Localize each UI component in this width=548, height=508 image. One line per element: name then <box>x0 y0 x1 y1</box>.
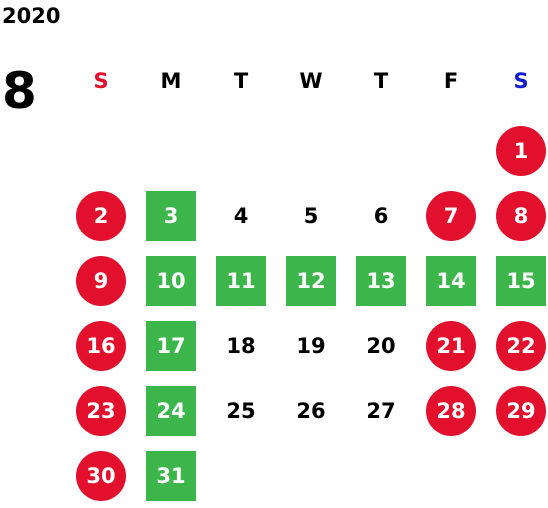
day-cell: 5 <box>276 183 346 248</box>
day-cell: 30 <box>66 443 136 508</box>
day-cell: 10 <box>136 248 206 313</box>
day-17-open: 17 <box>146 320 196 371</box>
empty-cell <box>206 118 276 183</box>
day-cell: 14 <box>416 248 486 313</box>
day-30-holiday: 30 <box>76 450 126 501</box>
day-7-holiday: 7 <box>426 190 476 241</box>
day-cell: 24 <box>136 378 206 443</box>
day-31-open: 31 <box>146 450 196 501</box>
day-11-open: 11 <box>216 255 266 306</box>
day-2-holiday: 2 <box>76 190 126 241</box>
day-10-open: 10 <box>146 255 196 306</box>
day-6-plain: 6 <box>373 203 389 228</box>
day-cell: 31 <box>136 443 206 508</box>
day-26-plain: 26 <box>296 398 326 423</box>
day-cell: 8 <box>486 183 548 248</box>
day-cell: 19 <box>276 313 346 378</box>
day-5-plain: 5 <box>303 203 319 228</box>
day-cell: 13 <box>346 248 416 313</box>
day-18-plain: 18 <box>226 333 256 358</box>
day-14-open: 14 <box>426 255 476 306</box>
empty-cell <box>416 118 486 183</box>
day-19-plain: 19 <box>296 333 326 358</box>
day-cell: 12 <box>276 248 346 313</box>
day-cell: 17 <box>136 313 206 378</box>
weekday-wednesday: W <box>299 69 323 93</box>
month-label: 8 <box>2 62 37 120</box>
day-cell: 26 <box>276 378 346 443</box>
day-13-open: 13 <box>356 255 406 306</box>
day-24-open: 24 <box>146 385 196 436</box>
day-cell: 23 <box>66 378 136 443</box>
day-cell: 4 <box>206 183 276 248</box>
day-cell: 9 <box>66 248 136 313</box>
day-27-plain: 27 <box>366 398 396 423</box>
day-cell: 15 <box>486 248 548 313</box>
day-1-holiday: 1 <box>496 125 546 176</box>
day-cell: 16 <box>66 313 136 378</box>
empty-cell <box>136 118 206 183</box>
day-22-holiday: 22 <box>496 320 546 371</box>
weekday-saturday: S <box>513 69 529 93</box>
day-4-plain: 4 <box>233 203 249 228</box>
day-cell: 7 <box>416 183 486 248</box>
day-21-holiday: 21 <box>426 320 476 371</box>
day-25-plain: 25 <box>226 398 256 423</box>
day-8-holiday: 8 <box>496 190 546 241</box>
day-28-holiday: 28 <box>426 385 476 436</box>
day-9-holiday: 9 <box>76 255 126 306</box>
day-cell: 25 <box>206 378 276 443</box>
weekday-header-row: S M T W T F S <box>66 64 548 98</box>
day-12-open: 12 <box>286 255 336 306</box>
empty-cell <box>346 118 416 183</box>
weekday-tuesday: T <box>233 69 249 93</box>
weekday-sunday: S <box>93 69 109 93</box>
empty-cell <box>66 118 136 183</box>
day-cell: 22 <box>486 313 548 378</box>
day-cell: 3 <box>136 183 206 248</box>
day-29-holiday: 29 <box>496 385 546 436</box>
day-16-holiday: 16 <box>76 320 126 371</box>
day-3-open: 3 <box>146 190 196 241</box>
day-cell: 18 <box>206 313 276 378</box>
day-cell: 29 <box>486 378 548 443</box>
weekday-thursday: T <box>373 69 389 93</box>
day-20-plain: 20 <box>366 333 396 358</box>
day-cell: 21 <box>416 313 486 378</box>
empty-cell <box>276 118 346 183</box>
day-cell: 2 <box>66 183 136 248</box>
day-cell: 11 <box>206 248 276 313</box>
day-15-open: 15 <box>496 255 546 306</box>
day-cell: 6 <box>346 183 416 248</box>
year-label: 2020 <box>2 4 61 28</box>
day-cell: 20 <box>346 313 416 378</box>
day-cell: 27 <box>346 378 416 443</box>
weekday-friday: F <box>443 69 459 93</box>
day-cell: 28 <box>416 378 486 443</box>
day-cell: 1 <box>486 118 548 183</box>
weekday-monday: M <box>160 69 182 93</box>
day-23-holiday: 23 <box>76 385 126 436</box>
